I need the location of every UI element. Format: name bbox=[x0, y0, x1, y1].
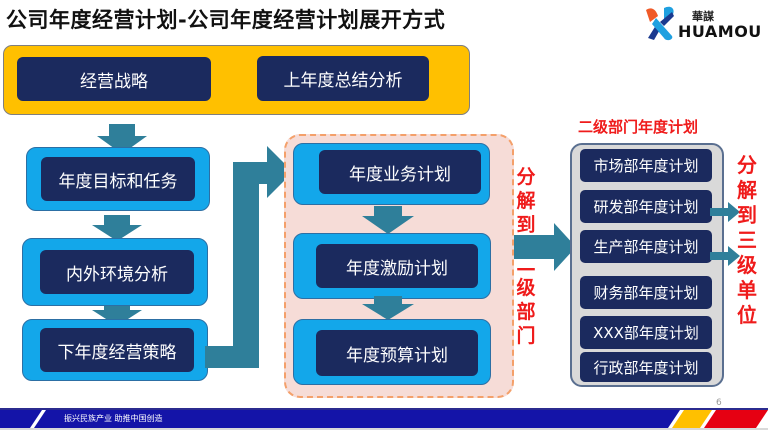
environment-analysis-box: 内外环境分析 bbox=[40, 250, 194, 294]
down-arrow-icon bbox=[362, 206, 414, 234]
decompose-to-level3-label: 分 解 到 三 级 单 位 bbox=[737, 153, 757, 327]
footer-rule bbox=[0, 408, 768, 410]
department-plan-finance: 财务部年度计划 bbox=[580, 276, 712, 309]
last-year-summary-box: 上年度总结分析 bbox=[257, 56, 429, 101]
down-arrow-icon bbox=[92, 215, 142, 241]
department-plan-market: 市场部年度计划 bbox=[580, 149, 712, 182]
department-plan-production: 生产部年度计划 bbox=[580, 230, 712, 263]
level2-title: 二级部门年度计划 bbox=[578, 118, 699, 136]
logo-chinese-text: 華謀 bbox=[692, 10, 714, 23]
strategy-box: 经营战略 bbox=[17, 57, 211, 101]
annual-goals-box: 年度目标和任务 bbox=[41, 157, 195, 201]
right-arrow-icon bbox=[514, 223, 576, 271]
budget-plan-box: 年度预算计划 bbox=[316, 330, 478, 376]
department-plan-rnd: 研发部年度计划 bbox=[580, 190, 712, 223]
elbow-arrow-icon bbox=[205, 146, 293, 368]
logo-english-text: HUAMOU bbox=[678, 22, 762, 41]
huamou-logo: 華謀 HUAMOU bbox=[640, 4, 762, 44]
down-arrow-icon bbox=[92, 300, 142, 326]
department-plan-admin: 行政部年度计划 bbox=[580, 352, 712, 382]
department-plan-xxx: XXX部年度计划 bbox=[580, 316, 712, 349]
decompose-to-level2-label: 分 解 到 bbox=[516, 166, 536, 236]
footer-slogan: 振兴民族产业 助推中国创造 bbox=[64, 414, 163, 423]
incentive-plan-box: 年度激励计划 bbox=[316, 244, 478, 288]
next-year-strategy-box: 下年度经营策略 bbox=[40, 328, 194, 372]
page-number: 6 bbox=[716, 398, 722, 408]
right-arrow-icon bbox=[710, 202, 740, 222]
page-title: 公司年度经营计划-公司年度经营计划展开方式 bbox=[6, 8, 446, 32]
business-plan-box: 年度业务计划 bbox=[319, 150, 481, 194]
right-arrow-icon bbox=[710, 246, 740, 266]
down-arrow-icon bbox=[97, 124, 147, 154]
down-arrow-icon bbox=[362, 296, 414, 320]
footer-band bbox=[0, 410, 768, 430]
huamou-x-logo-icon bbox=[646, 6, 674, 41]
